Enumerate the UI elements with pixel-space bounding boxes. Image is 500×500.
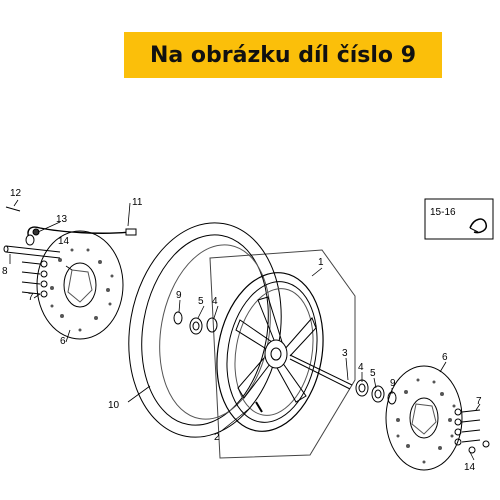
- right-disc-bolts: [454, 408, 490, 454]
- label-14-left: 14: [58, 236, 70, 247]
- rim: [216, 272, 324, 432]
- left-brake-disc: [36, 230, 124, 340]
- label-5-right: 5: [370, 368, 376, 379]
- label-1: 1: [318, 257, 324, 268]
- clamp-icon: [469, 218, 488, 234]
- label-5-left: 5: [198, 296, 204, 307]
- inset-box-15-16: 15-16: [424, 198, 494, 240]
- label-2: 2: [214, 432, 220, 443]
- label-9-right: 9: [390, 378, 396, 389]
- label-7-right: 7: [476, 396, 482, 407]
- left-disc-bolts: [21, 260, 48, 298]
- label-13: 13: [56, 214, 68, 225]
- label-6-left: 6: [60, 336, 66, 347]
- label-8: 8: [2, 266, 8, 277]
- axle: [289, 354, 353, 390]
- label-4-left: 4: [212, 296, 218, 307]
- leader-lines: [9, 199, 481, 461]
- label-9-left: 9: [176, 290, 182, 301]
- inset-label: 15-16: [430, 207, 456, 218]
- label-3: 3: [342, 348, 348, 359]
- part-number-banner: Na obrázku díl číslo 9: [124, 32, 442, 78]
- label-11: 11: [132, 197, 143, 208]
- label-6-right: 6: [442, 352, 448, 363]
- left-spacers: [173, 311, 218, 335]
- banner-title: Na obrázku díl číslo 9: [149, 42, 417, 68]
- label-12: 12: [10, 188, 22, 199]
- callout-labels: 1 2 3 4 4 5 5 6 6 7 7 8 9 9 10 11 12 13 …: [2, 188, 482, 473]
- label-10: 10: [108, 400, 120, 411]
- assembly-outline: [209, 249, 356, 459]
- valve: [255, 401, 263, 413]
- right-spacers: [355, 379, 397, 405]
- label-7-left: 7: [28, 292, 34, 303]
- sensor-cable: [5, 206, 137, 246]
- label-14-right: 14: [464, 462, 476, 473]
- label-4-right: 4: [358, 362, 364, 373]
- axle-spindle: [3, 245, 61, 259]
- right-brake-disc: [385, 365, 463, 471]
